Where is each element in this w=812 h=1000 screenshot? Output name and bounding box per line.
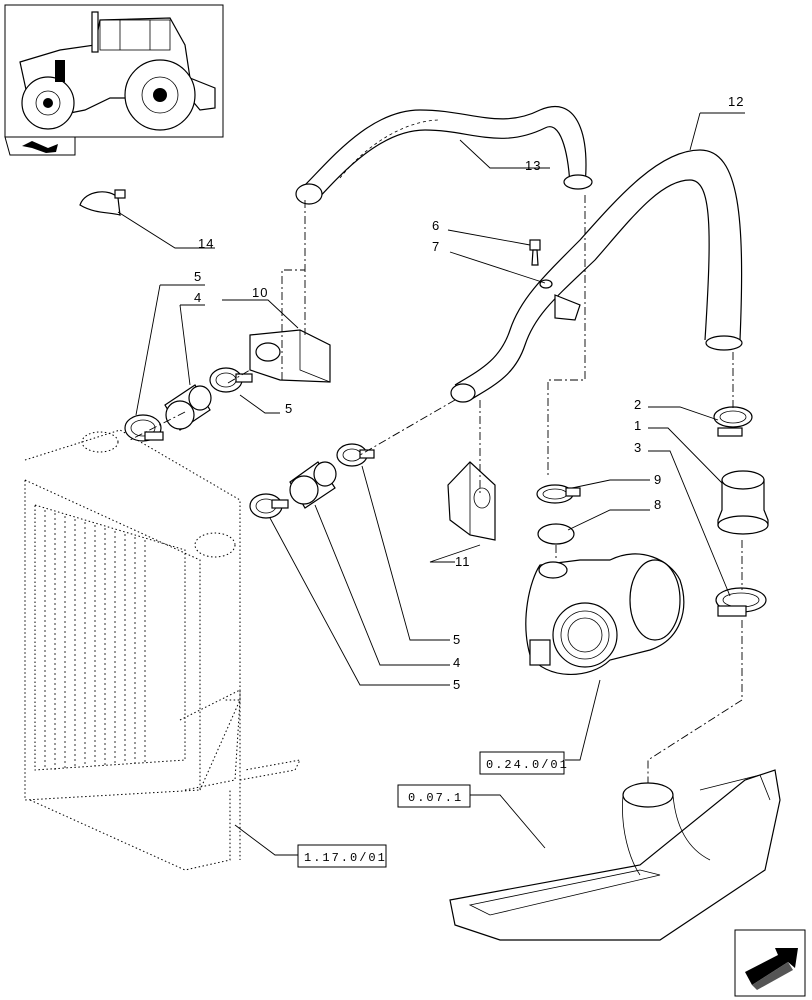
turbocharger — [525, 553, 685, 676]
callout-14: 14 — [198, 236, 214, 251]
bracket-10 — [249, 329, 331, 383]
callout-5-lower-b: 5 — [453, 677, 461, 692]
callout-labels: 14 5 4 10 5 13 12 6 7 11 9 8 2 1 3 5 4 5 — [194, 94, 744, 692]
sleeve-1 — [717, 470, 769, 535]
callout-5-mid: 5 — [285, 401, 293, 416]
highlight-marker — [55, 60, 65, 82]
callout-10: 10 — [252, 285, 268, 300]
clamp-5-lower-right — [336, 443, 375, 467]
clamp-5-lower-left — [249, 493, 289, 519]
reference-radiator-label: 1.17.0/01 — [304, 851, 387, 865]
callout-8: 8 — [654, 497, 662, 512]
reference-turbo[interactable]: 0.24.0/01 — [479, 751, 569, 775]
washer-7 — [539, 279, 553, 289]
callout-6: 6 — [432, 218, 440, 233]
intake-manifold — [449, 769, 781, 941]
callout-13: 13 — [525, 158, 541, 173]
ring-8 — [537, 523, 575, 545]
callout-9: 9 — [654, 472, 662, 487]
section-arrow-icon — [4, 136, 76, 156]
callout-5-top: 5 — [194, 269, 202, 284]
callout-7: 7 — [432, 239, 440, 254]
hose-13 — [295, 105, 593, 205]
radiator-assembly — [24, 429, 301, 871]
sleeve-4-upper — [164, 384, 212, 431]
reference-radiator[interactable]: 1.17.0/01 — [297, 844, 387, 868]
heat-shield-11 — [447, 461, 496, 541]
clamp-5-upper-right — [209, 367, 253, 393]
callout-3: 3 — [634, 440, 642, 455]
sleeve-4-lower — [289, 461, 337, 509]
leader-lines — [117, 112, 745, 856]
clamp-2 — [713, 406, 753, 437]
tractor-location-thumbnail — [4, 4, 224, 138]
callout-12: 12 — [728, 94, 744, 109]
hose-12 — [450, 149, 743, 403]
reference-manifold-label: 0.07.1 — [408, 791, 463, 805]
callout-1: 1 — [634, 418, 642, 433]
callout-5-lower-a: 5 — [453, 632, 461, 647]
callout-11: 11 — [455, 554, 471, 569]
callout-4-top: 4 — [194, 290, 202, 305]
callout-2: 2 — [634, 397, 642, 412]
next-page-arrow-icon[interactable] — [734, 929, 806, 997]
reference-turbo-label: 0.24.0/01 — [486, 758, 569, 772]
clamp-3 — [715, 587, 767, 617]
reference-manifold[interactable]: 0.07.1 — [397, 784, 471, 808]
clip-14 — [79, 189, 126, 216]
clamp-9 — [536, 484, 581, 504]
callout-4-lower: 4 — [453, 655, 461, 670]
screw-6 — [529, 239, 541, 266]
clamp-5-upper-left — [124, 414, 164, 442]
assembly-centerlines — [129, 195, 743, 783]
